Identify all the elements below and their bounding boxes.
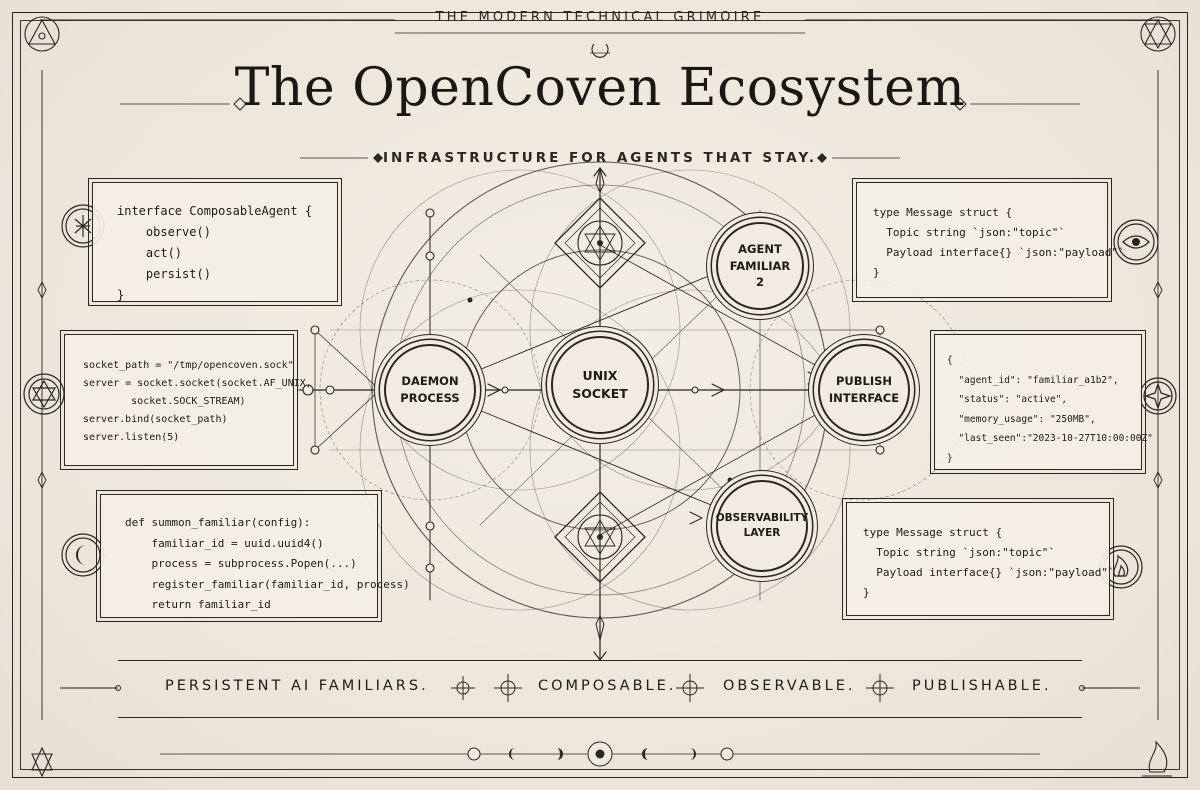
socket-setup-code-box: socket_path = "/tmp/opencoven.sock" serv… xyxy=(60,330,312,470)
summon-familiar-code: def summon_familiar(config): familiar_id… xyxy=(125,516,410,611)
inner-frame xyxy=(20,20,1180,770)
daemon-process-node: DAEMON PROCESS xyxy=(384,344,476,436)
eye-icon xyxy=(1113,219,1159,265)
publish-interface-label: PUBLISH INTERFACE xyxy=(828,374,900,405)
observability-layer-node: OBSERVABILITY LAYER xyxy=(716,480,808,572)
page-title: The OpenCoven Ecosystem xyxy=(234,58,966,118)
hexagram-icon xyxy=(23,373,65,415)
moon-phases xyxy=(160,741,1040,767)
agent-familiar-label: AGENT FAMILIAR 2 xyxy=(729,241,791,290)
publish-interface-node: PUBLISH INTERFACE xyxy=(818,344,910,436)
tagline-observable: OBSERVABLE. xyxy=(723,678,856,694)
observability-layer-label: OBSERVABILITY LAYER xyxy=(715,511,809,539)
composable-agent-code: interface ComposableAgent { observe() ac… xyxy=(117,204,313,302)
tagline-persistent: PERSISTENT AI FAMILIARS. xyxy=(165,678,429,694)
unix-socket-node: UNIX SOCKET xyxy=(551,336,649,434)
agent-familiar-node: AGENT FAMILIAR 2 xyxy=(716,222,804,310)
socket-setup-code: socket_path = "/tmp/opencoven.sock" serv… xyxy=(83,360,312,443)
tagline-composable: COMPOSABLE. xyxy=(538,678,677,694)
tagline-publishable: PUBLISHABLE. xyxy=(912,678,1052,694)
composable-agent-code-box: interface ComposableAgent { observe() ac… xyxy=(88,178,342,306)
message-struct-code-bottom: type Message struct { Topic string `json… xyxy=(863,526,1115,599)
message-struct-code-box-bottom: type Message struct { Topic string `json… xyxy=(842,498,1115,620)
message-struct-code-box-top: type Message struct { Topic string `json… xyxy=(852,178,1125,302)
unix-socket-label: UNIX SOCKET xyxy=(572,367,628,401)
daemon-process-label: DAEMON PROCESS xyxy=(400,374,460,405)
tagline-banner xyxy=(118,660,1082,718)
compass-star-icon xyxy=(1139,377,1177,415)
corner-sigils xyxy=(24,16,1176,778)
familiar-status-json: { "agent_id": "familiar_a1b2", "status":… xyxy=(947,355,1153,464)
familiar-status-json-box: { "agent_id": "familiar_a1b2", "status":… xyxy=(930,330,1153,474)
page-subtitle: INFRASTRUCTURE FOR AGENTS THAT STAY. xyxy=(382,150,818,166)
outer-frame xyxy=(12,12,1188,778)
summon-familiar-code-box: def summon_familiar(config): familiar_id… xyxy=(96,490,410,622)
grimoire-label: THE MODERN TECHNICAL GRIMOIRE xyxy=(435,10,765,25)
message-struct-code-top: type Message struct { Topic string `json… xyxy=(873,206,1125,279)
